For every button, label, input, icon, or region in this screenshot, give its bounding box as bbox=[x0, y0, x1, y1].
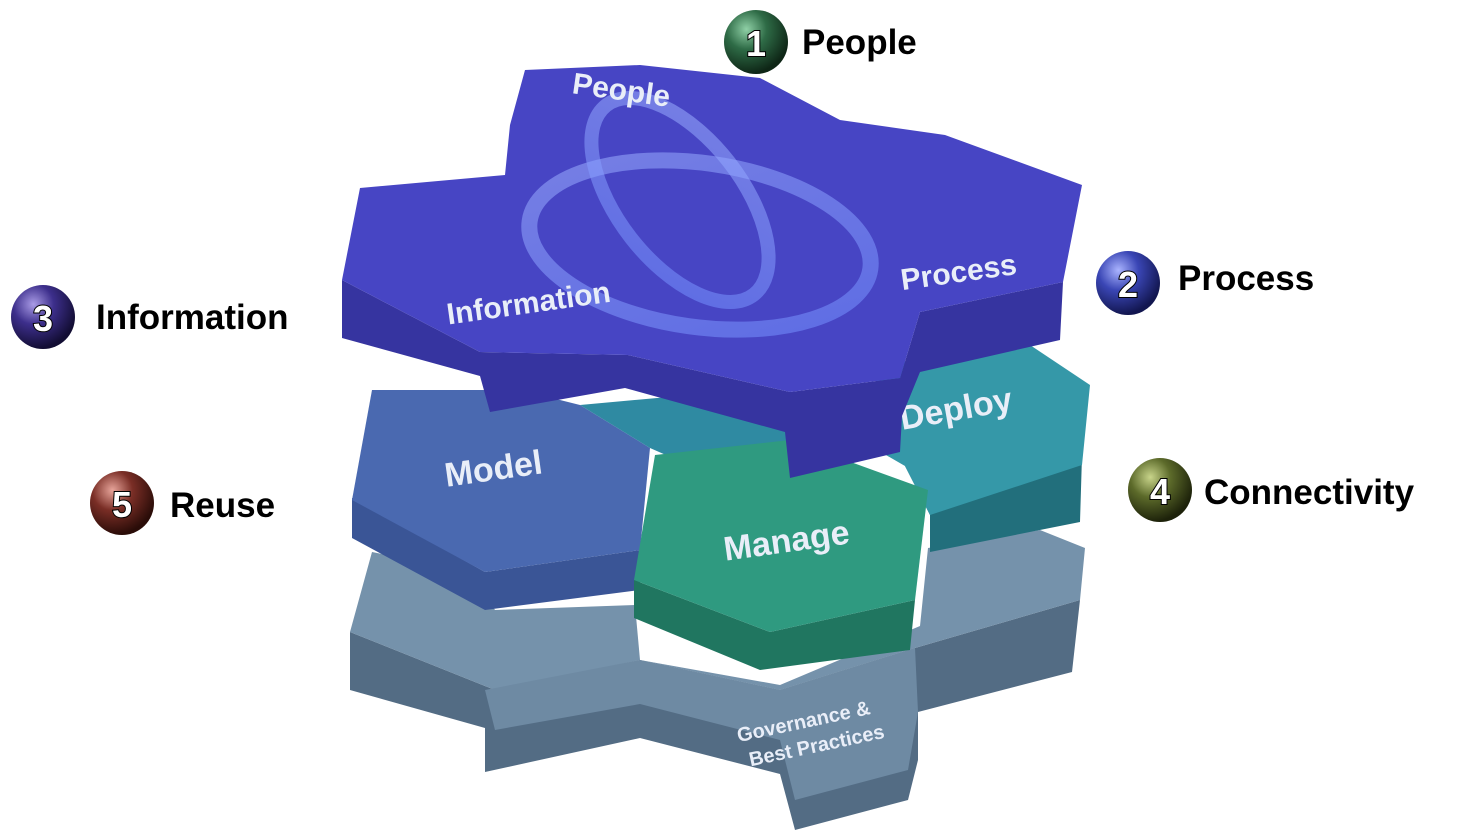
callout-5-label: Reuse bbox=[170, 486, 275, 525]
callout-4-number: 4 bbox=[1150, 471, 1170, 512]
callout-4-label: Connectivity bbox=[1204, 473, 1415, 512]
callout-5: 5 Reuse bbox=[90, 471, 275, 535]
number-ball-icon bbox=[1096, 251, 1160, 315]
number-ball-icon bbox=[90, 471, 154, 535]
ring-tilted bbox=[584, 91, 776, 309]
callout-4: 4 Connectivity bbox=[1128, 458, 1415, 522]
model-hexagon: Model bbox=[352, 390, 650, 610]
callout-1-label: People bbox=[802, 23, 917, 62]
callout-1: 1 People bbox=[724, 10, 917, 74]
top-layer-side bbox=[342, 280, 1063, 478]
callout-3: 3 Information bbox=[11, 285, 288, 349]
model-hexagon-side bbox=[352, 498, 640, 610]
callout-2-label: Process bbox=[1178, 259, 1314, 298]
callout-5-number: 5 bbox=[112, 484, 132, 525]
top-layer-face bbox=[342, 65, 1082, 392]
callout-2: 2 Process bbox=[1096, 251, 1314, 315]
governance-layer-lower-face bbox=[485, 648, 918, 800]
top-layer: People Process Information bbox=[342, 65, 1082, 478]
manage-hexagon-face bbox=[634, 440, 928, 632]
deploy-hexagon-face bbox=[860, 345, 1090, 515]
manage-hexagon: Manage bbox=[634, 440, 928, 670]
deploy-hexagon: Deploy bbox=[860, 345, 1090, 552]
ring-large bbox=[521, 152, 879, 338]
number-ball-icon bbox=[724, 10, 788, 74]
manage-hexagon-side bbox=[634, 580, 915, 670]
callout-2-number: 2 bbox=[1118, 264, 1138, 305]
model-hexagon-face bbox=[352, 390, 650, 572]
callout-3-number: 3 bbox=[33, 298, 53, 339]
callout-1-number: 1 bbox=[746, 23, 766, 64]
number-ball-icon bbox=[1128, 458, 1192, 522]
number-ball-icon bbox=[11, 285, 75, 349]
callout-3-label: Information bbox=[96, 298, 288, 337]
